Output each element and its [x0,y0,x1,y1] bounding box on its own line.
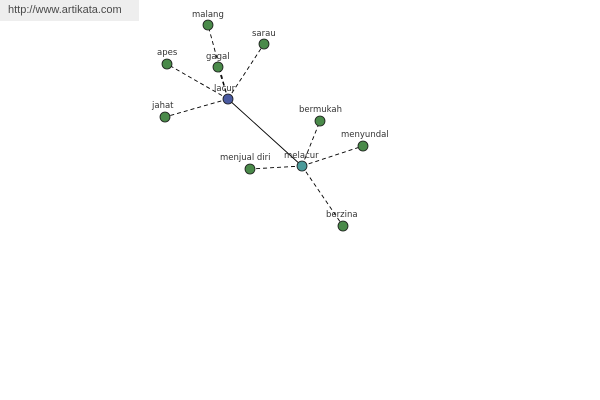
node-label-menjual-diri: menjual diri [220,153,271,163]
node-menyundal[interactable] [357,140,369,152]
edge-lacur-melacur [227,98,303,167]
node-label-apes: apes [157,48,178,58]
labels-layer: lacur melacur malang sarau apes gagal jahat ber… [151,10,389,220]
node-label-gagal: gagal [206,52,230,62]
edge-lacur-gagal [217,66,229,100]
node-bermukah[interactable] [314,115,326,127]
node-menjual-diri[interactable] [244,163,256,175]
node-gagal[interactable] [212,61,224,73]
node-label-menyundal: menyundal [341,130,389,140]
edge-melacur-menjual_diri [249,165,303,170]
node-label-melacur: melacur [284,151,319,161]
edge-melacur-berzina [301,165,344,227]
node-label-jahat: jahat [151,101,174,111]
node-sarau[interactable] [258,38,270,50]
edge-lacur-sarau [227,43,265,100]
edge-lacur-jahat [164,98,229,118]
node-label-bermukah: bermukah [299,105,342,115]
node-berzina[interactable] [337,220,349,232]
node-label-berzina: berzina [326,210,358,220]
edge-lacur-apes [166,63,229,100]
node-melacur[interactable] [296,160,308,172]
edge-melacur-menyundal [301,145,364,167]
site-url-banner[interactable]: http://www.artikata.com [0,0,139,21]
node-malang[interactable] [202,19,214,31]
node-apes[interactable] [161,58,173,70]
node-lacur[interactable] [222,93,234,105]
node-label-lacur: lacur [214,84,236,94]
edges-layer [164,24,364,227]
edge-melacur-bermukah [301,120,321,167]
nodes-layer [159,19,369,232]
node-jahat[interactable] [159,111,171,123]
node-label-malang: malang [192,10,224,20]
node-label-sarau: sarau [252,29,276,39]
